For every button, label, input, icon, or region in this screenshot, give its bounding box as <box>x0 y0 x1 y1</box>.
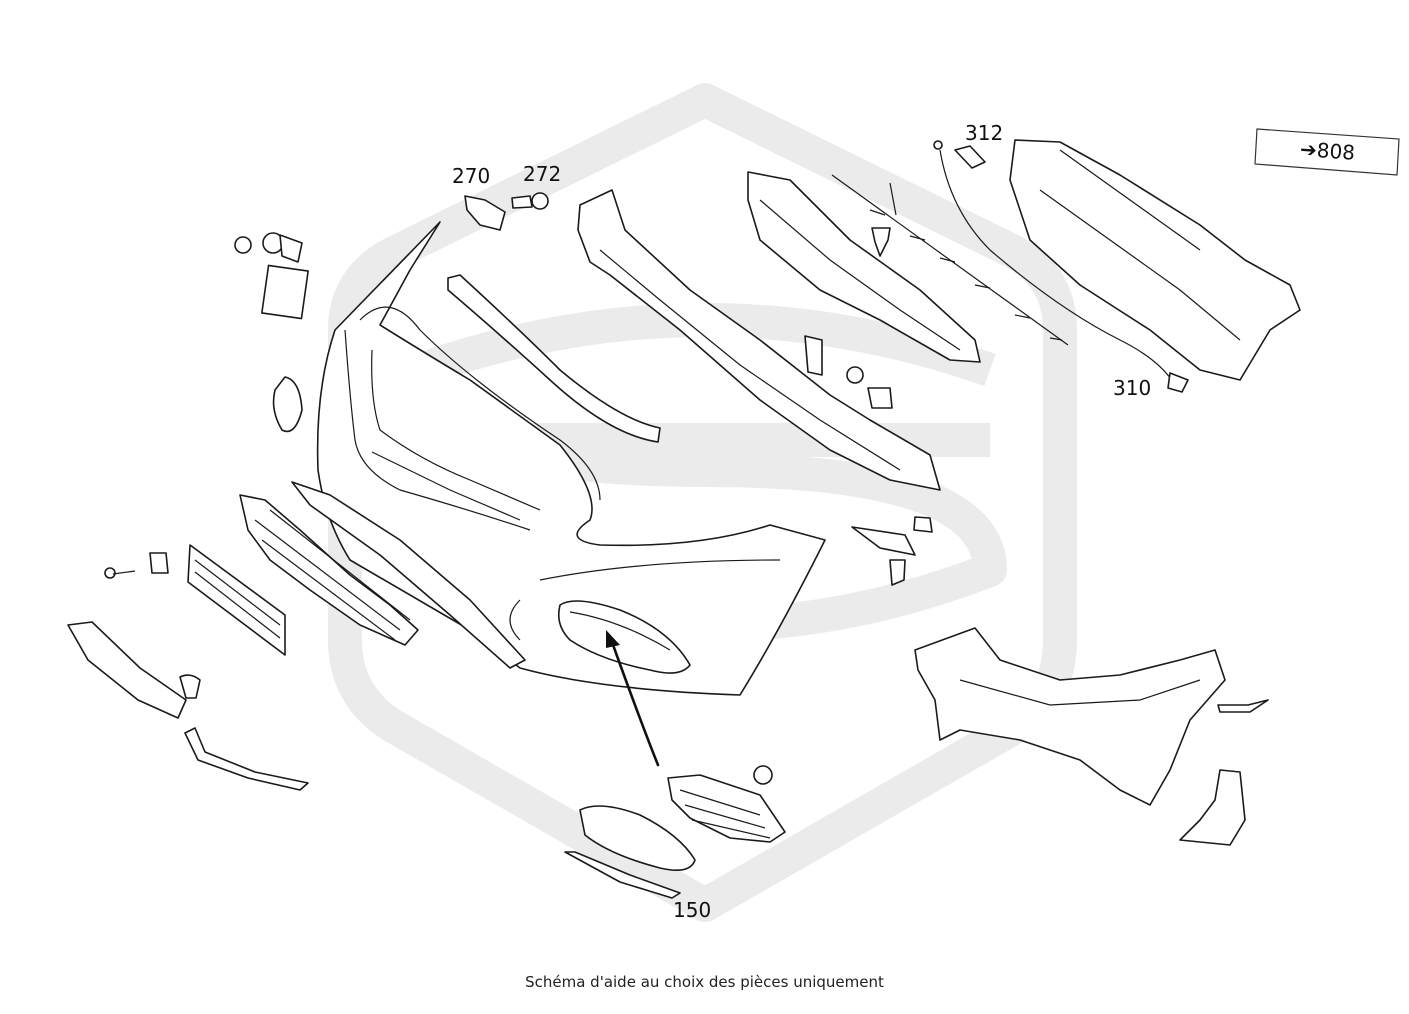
arrow-head-icon <box>606 630 620 648</box>
part-label-272: 272 <box>523 162 561 186</box>
bumper-fog-opening <box>557 600 691 674</box>
wire-harness <box>939 149 1176 386</box>
license-plate-bracket <box>187 544 286 656</box>
fasteners <box>104 140 1269 785</box>
leader-arrow <box>610 640 660 767</box>
lower-spoiler-lip <box>291 481 526 669</box>
fog-lamp-grille <box>564 774 786 899</box>
arrow-right-icon: ➔ <box>1299 137 1317 162</box>
upper-support-beam <box>577 189 941 491</box>
lower-mounting-bracket <box>914 627 1226 806</box>
alignment-guide <box>831 174 1069 346</box>
diagram-caption: Schéma d'aide au choix des pièces unique… <box>525 973 884 991</box>
impact-absorber <box>747 171 981 363</box>
reference-number: 808 <box>1316 138 1356 165</box>
side-bracket <box>1179 769 1246 846</box>
upper-grille-strip <box>447 274 661 443</box>
lower-grille-mesh <box>239 494 419 646</box>
svg-text:➔808: ➔808 <box>1299 137 1355 165</box>
left-trim-strips <box>67 621 309 791</box>
reinforcement-bar <box>1009 139 1301 381</box>
part-label-312: 312 <box>965 121 1003 145</box>
reference-box-808[interactable]: ➔808 <box>1254 128 1400 176</box>
part-label-270: 270 <box>452 164 490 188</box>
part-label-150: 150 <box>673 898 711 922</box>
part-label-310: 310 <box>1113 376 1151 400</box>
